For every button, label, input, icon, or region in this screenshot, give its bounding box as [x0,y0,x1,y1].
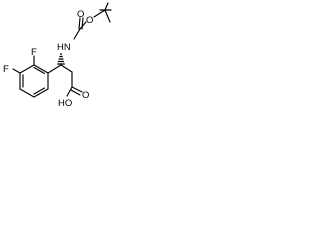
bond-carbonyl-double-a [78,17,81,30]
benzene-ring [19,64,49,98]
atom-label-f-upper: F [31,47,37,58]
bond-tbu-methyl-c [104,2,109,11]
bond-tbu-to-ester-o [93,9,106,18]
bond-acid-double-b [70,89,81,96]
bond-alpha-to-ring [47,64,62,74]
bond-acid-c-to-oh [66,86,73,97]
atom-label-f-left: F [3,64,9,75]
boc-difluorophenyl-beta-amino-acid-structure: O O HN F F O HO [3,2,112,109]
atom-label-o-ester: O [86,15,93,26]
atom-label-nh: HN [57,42,71,53]
bond-carbonyl-double-b [81,17,84,30]
atom-label-o-carbonyl: O [77,9,84,20]
bond-ester-o-to-carbonyl-c [79,21,87,30]
bond-tbu-methyl-b [104,9,111,23]
bond-alpha-to-ch2 [60,64,73,73]
bond-acid-double-a [71,86,83,93]
atom-label-ho-acid: HO [58,98,72,109]
atom-label-o-acid: O [82,90,89,101]
hashed-stereo-bond [57,53,65,65]
bond-carbonyl-c-to-nh [73,28,81,40]
bond-ring-to-f-left [12,68,21,74]
